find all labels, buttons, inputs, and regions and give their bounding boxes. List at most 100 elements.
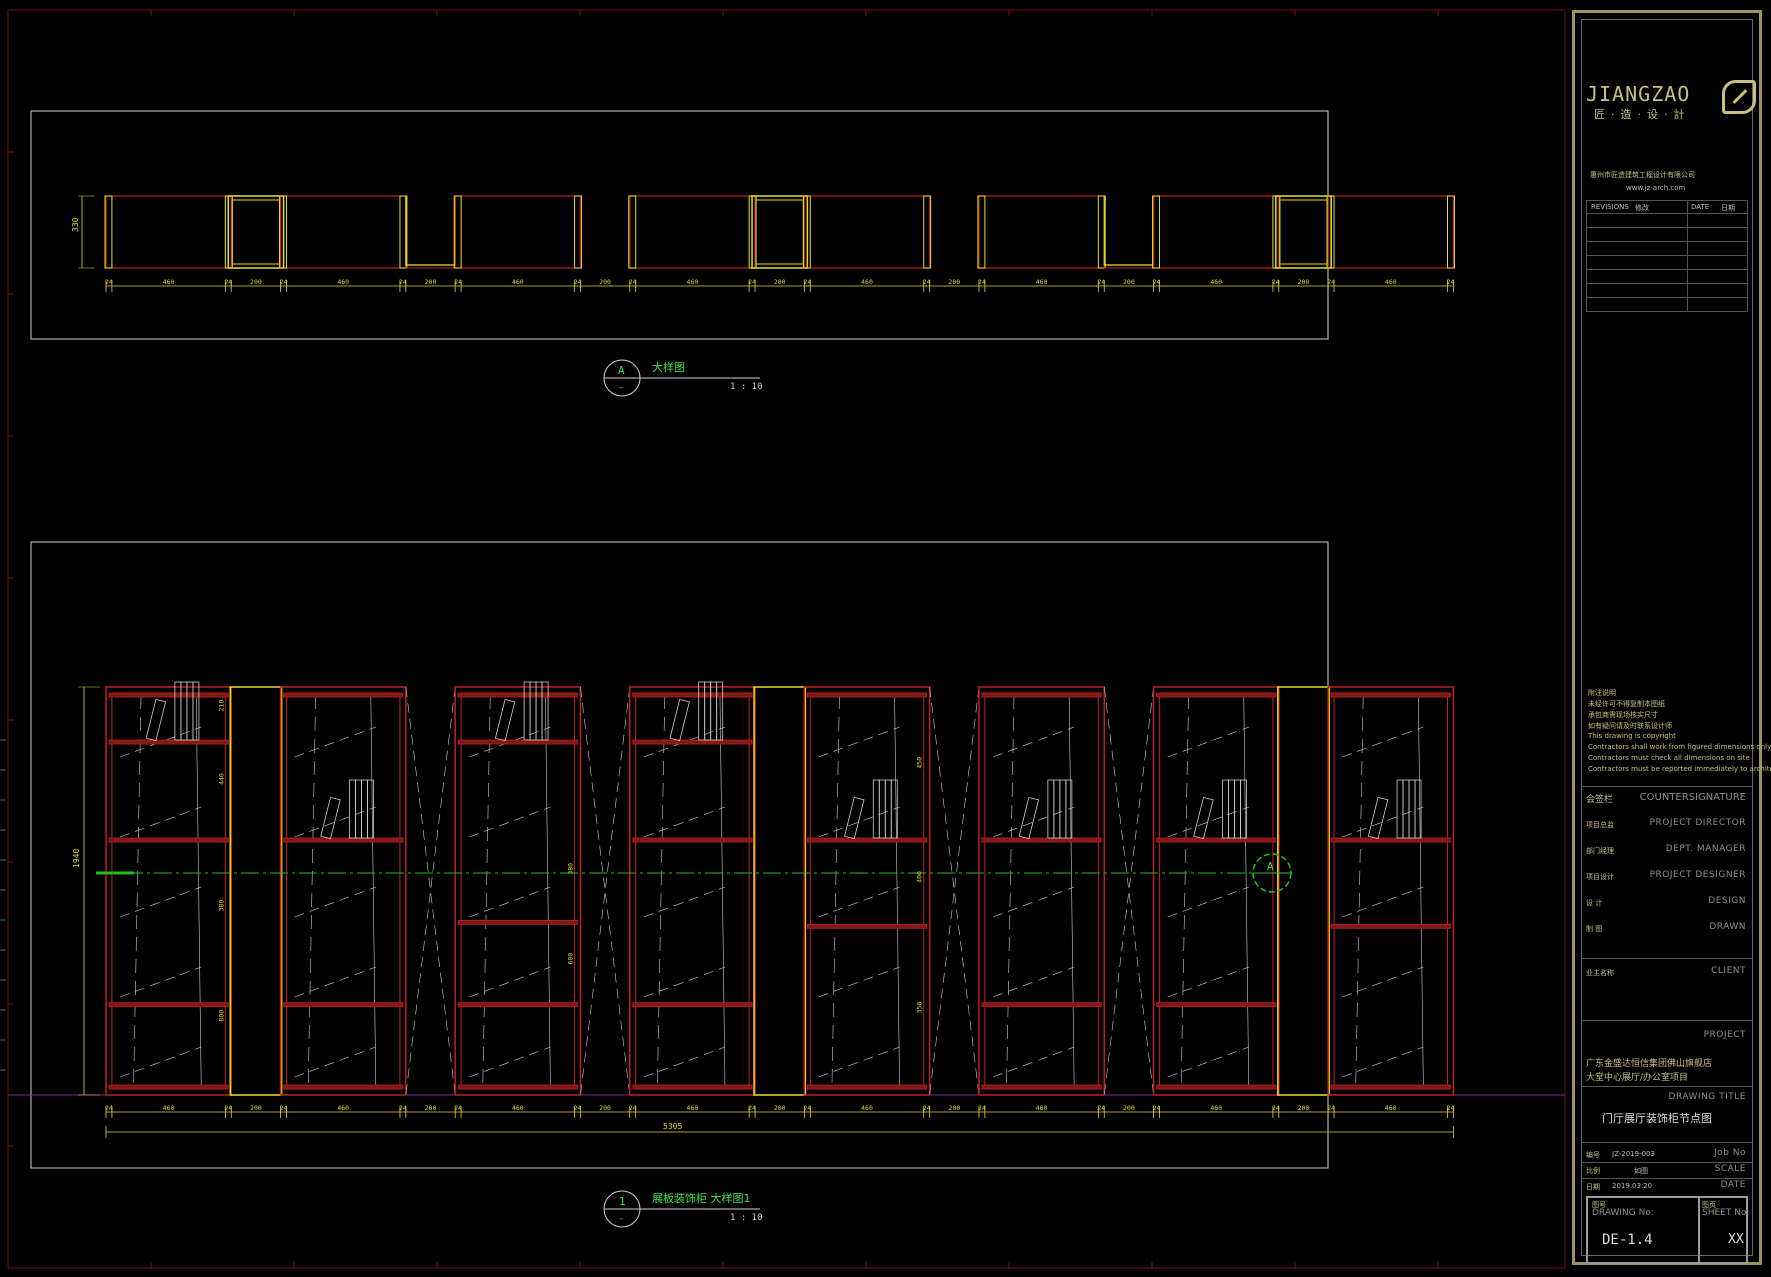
shelf <box>632 692 753 698</box>
date-label-en: DATE <box>1720 1180 1746 1190</box>
frame-grid-ticks <box>8 10 1439 1268</box>
title-block-inner: JIANGZAO 匠·造·设·計 惠州市匠造建筑工程设计有限公司 www.jz-… <box>1581 19 1771 1264</box>
dim-label: 460 <box>163 1104 175 1112</box>
book <box>355 779 362 839</box>
cabinet-frame <box>105 686 233 1096</box>
shelf <box>632 1002 753 1008</box>
gap-cross <box>929 686 980 1096</box>
book <box>1222 779 1229 839</box>
dim-label: 24 <box>399 278 407 286</box>
book <box>710 681 718 741</box>
glass-hatch <box>992 886 1075 918</box>
book <box>535 681 543 741</box>
glass-hatch <box>831 694 840 1088</box>
drawing-number: DE-1.4 <box>1602 1232 1653 1248</box>
glass-hatch <box>643 1046 726 1078</box>
glass-hatch <box>119 886 202 918</box>
cabinet-inner <box>984 692 1099 1090</box>
role-en-3: DESIGN <box>1708 896 1746 906</box>
book <box>1414 779 1422 839</box>
shelf <box>1156 837 1277 843</box>
dim-label: 24 <box>105 278 113 286</box>
date-value: 2019.03.20 <box>1612 1182 1653 1190</box>
note-3: 如有疑问请及时联系设计师 <box>1588 722 1672 730</box>
date-header: DATE <box>1691 203 1710 211</box>
revisions-header: REVISIONS <box>1591 203 1629 211</box>
job-no-label-en: Job No <box>1714 1148 1746 1158</box>
countersign-label-en: COUNTERSIGNATURE <box>1639 792 1746 803</box>
glass-hatch <box>469 806 551 838</box>
shelf <box>108 739 229 745</box>
shelf-dim-label: 350 <box>916 1002 924 1014</box>
book <box>1396 779 1404 839</box>
dim-label: 24 <box>803 1104 811 1112</box>
plan-side-panel <box>1447 195 1455 269</box>
glass-hatch <box>992 966 1075 998</box>
shelf <box>457 919 578 925</box>
dim-label: 460 <box>337 1104 349 1112</box>
dim-label: 24 <box>224 278 232 286</box>
dim-label: 460 <box>512 278 524 286</box>
glass-hatch <box>119 726 202 758</box>
dim-label: 24 <box>803 278 811 286</box>
shelf <box>1330 837 1451 843</box>
shelf-dim-label: 450 <box>916 757 924 769</box>
plan-side-panel <box>1152 195 1160 269</box>
gap-cross <box>929 686 980 1096</box>
note-4: This drawing is copyright <box>1588 732 1676 740</box>
plan-cabinet <box>454 195 582 269</box>
shelf <box>1156 1002 1277 1008</box>
dim-label: 200 <box>599 278 611 286</box>
dim-label: 24 <box>629 278 637 286</box>
dim-label: 200 <box>774 278 786 286</box>
book <box>698 681 706 741</box>
dim-label: 24 <box>1327 1104 1335 1112</box>
shelf-dim-label: 680 <box>566 953 574 965</box>
dim-label: 24 <box>105 1104 113 1112</box>
cabinet-frame <box>978 686 1105 1096</box>
glass-hatch <box>469 966 551 998</box>
dim-label: 200 <box>948 1104 960 1112</box>
detail-a-title-mark: A – 大样图 1 : 10 <box>603 359 763 397</box>
dim-label: 460 <box>163 278 175 286</box>
dim-label: 24 <box>280 278 288 286</box>
detail-1-bubble-sub: – <box>619 1214 624 1224</box>
shelf <box>457 739 578 745</box>
plan-filler-panel <box>755 199 804 265</box>
note-0: 附注说明 <box>1588 689 1616 697</box>
shelf <box>108 1002 229 1008</box>
book <box>884 779 892 839</box>
gap-cross <box>1103 686 1154 1096</box>
glass-hatch <box>992 726 1075 758</box>
dim-label: 200 <box>1123 1104 1135 1112</box>
gap-cross <box>405 686 456 1096</box>
role-en-0: PROJECT DIRECTOR <box>1649 818 1746 828</box>
detail-1-total-dim: 5305 <box>663 1122 682 1131</box>
glass-hatch <box>1342 1046 1424 1078</box>
plan-cabinet <box>1327 195 1455 269</box>
shelf <box>1330 1084 1451 1090</box>
client-label-cn: 业主名称 <box>1586 969 1614 977</box>
glass-hatch <box>1167 806 1249 838</box>
drawing-no-label-en: DRAWING No: <box>1592 1208 1654 1218</box>
dim-label: 200 <box>1298 278 1310 286</box>
dim-label: 24 <box>454 1104 462 1112</box>
dim-label: 24 <box>1153 1104 1161 1112</box>
gap-cross <box>405 686 456 1096</box>
shelf <box>981 1002 1102 1008</box>
book <box>878 779 886 839</box>
drawing-title: 门厅展厅装饰柜节点图 <box>1602 1112 1712 1125</box>
cabinet-inner <box>111 692 226 1090</box>
glass-edge <box>894 694 900 1088</box>
detail-1-title: 展板装饰柜 大样图1 <box>652 1191 751 1205</box>
glass-hatch <box>307 694 316 1088</box>
dim-label: 460 <box>1210 278 1222 286</box>
book <box>872 779 880 839</box>
dim-label: 24 <box>1097 278 1105 286</box>
filler-panel <box>753 686 807 1096</box>
glass-hatch <box>1342 966 1424 998</box>
shelf <box>457 1002 578 1008</box>
dim-label: 460 <box>1210 1104 1222 1112</box>
project-name-line-2: 大堂中心展厅/办公室项目 <box>1586 1073 1689 1083</box>
dim-label: 24 <box>224 1104 232 1112</box>
